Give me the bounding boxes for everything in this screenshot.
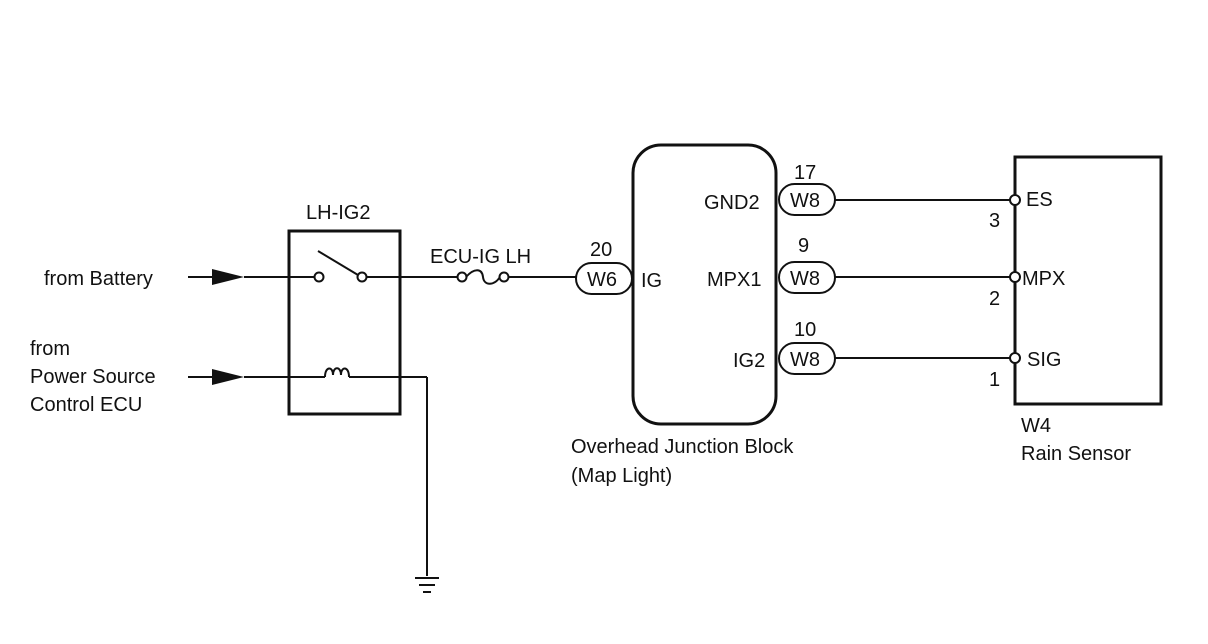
junction-block-label-line1: Overhead Junction Block xyxy=(571,436,794,458)
sensor-pin-number: 2 xyxy=(989,288,1000,310)
jb-input-pin-number: 20 xyxy=(590,239,612,261)
ecu-input-label-line3: Control ECU xyxy=(30,394,142,416)
sensor-pin-name: SIG xyxy=(1027,349,1061,371)
sensor-pin-name: MPX xyxy=(1022,268,1065,290)
sensor-pin-number: 3 xyxy=(989,210,1000,232)
fuse-icon xyxy=(465,269,501,285)
ground-icon xyxy=(415,577,439,593)
relay-switch-contact-right xyxy=(356,271,368,283)
jb-output-connector-label: W8 xyxy=(790,349,820,371)
sensor-pin-terminal xyxy=(1009,352,1021,364)
jb-output-pin-name: IG2 xyxy=(733,350,765,372)
junction-block-box xyxy=(631,143,778,426)
jb-output-pin-name: MPX1 xyxy=(707,269,761,291)
battery-arrow-icon xyxy=(212,269,244,285)
relay-coil-icon xyxy=(324,367,350,378)
rain-sensor-box xyxy=(1013,155,1163,406)
relay-switch-blade xyxy=(317,250,359,276)
fuse-terminal-left xyxy=(456,271,468,283)
ecu-input-label-line2: Power Source xyxy=(30,366,156,388)
relay-switch-contact-left xyxy=(313,271,325,283)
relay-box xyxy=(287,229,402,416)
jb-output-pin-number: 9 xyxy=(798,235,809,257)
sensor-pin-name: ES xyxy=(1026,189,1053,211)
fuse-terminal-right xyxy=(498,271,510,283)
rain-sensor-connector: W4 xyxy=(1021,415,1051,437)
jb-output-connector-label: W8 xyxy=(790,268,820,290)
ecu-input-label-line1: from xyxy=(30,338,70,360)
fuse-name: ECU-IG LH xyxy=(430,246,531,268)
sensor-pin-terminal xyxy=(1009,194,1021,206)
jb-output-pin-name: GND2 xyxy=(704,192,760,214)
sensor-pin-terminal xyxy=(1009,271,1021,283)
relay-name: LH-IG2 xyxy=(306,202,370,224)
jb-output-connector-label: W8 xyxy=(790,190,820,212)
jb-input-connector-label: W6 xyxy=(587,269,617,291)
jb-output-pin-number: 17 xyxy=(794,162,816,184)
ecu-arrow-icon xyxy=(212,369,244,385)
junction-block-label-line2: (Map Light) xyxy=(571,465,672,487)
jb-output-pin-number: 10 xyxy=(794,319,816,341)
battery-input-label: from Battery xyxy=(44,268,153,290)
sensor-pin-number: 1 xyxy=(989,369,1000,391)
rain-sensor-name: Rain Sensor xyxy=(1021,443,1131,465)
jb-input-pin-name: IG xyxy=(641,270,662,292)
